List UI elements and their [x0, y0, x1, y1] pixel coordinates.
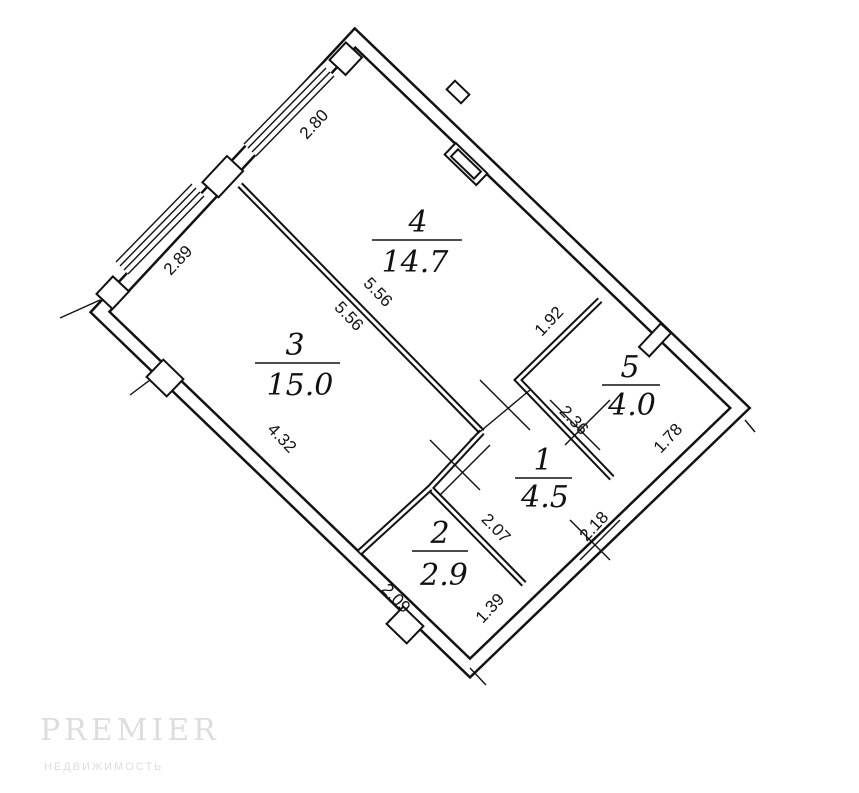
window-upper	[243, 63, 335, 157]
svg-text:2: 2	[429, 516, 449, 551]
svg-text:3: 3	[285, 328, 304, 363]
watermark-subtitle: НЕДВИЖИМОСТЬ	[44, 761, 163, 773]
door-marks	[59, 299, 756, 686]
room-2-label: 2 2.9	[412, 516, 468, 593]
room-1-label: 1 4.5	[515, 443, 572, 515]
dim-partition-room3: 5.56	[331, 298, 368, 335]
room-5-label: 5 4.0	[602, 350, 660, 423]
svg-text:5: 5	[620, 350, 639, 385]
dim-room5-width: 2.36	[556, 402, 593, 439]
window-lower	[115, 183, 205, 275]
svg-text:4.0: 4.0	[607, 388, 656, 423]
room-3-label: 3 15.0	[255, 328, 340, 403]
svg-text:4.5: 4.5	[520, 480, 569, 515]
svg-text:2.9: 2.9	[419, 558, 468, 593]
wall-piers	[95, 40, 471, 645]
room-4-label: 4 14.7	[372, 205, 462, 280]
interior-partitions	[237, 182, 615, 587]
svg-text:4: 4	[407, 205, 427, 240]
dim-room2-depth: 1.39	[472, 590, 508, 627]
svg-text:14.7: 14.7	[382, 245, 450, 280]
dim-room5-depth: 1.78	[650, 420, 686, 457]
dim-room3-wall: 4.32	[264, 420, 301, 457]
dim-window-upper: 2.80	[296, 106, 332, 143]
svg-text:15.0: 15.0	[267, 368, 334, 403]
vent-duct-icon	[443, 141, 673, 358]
svg-text:1: 1	[533, 443, 552, 478]
watermark: PREMIER	[40, 713, 220, 748]
